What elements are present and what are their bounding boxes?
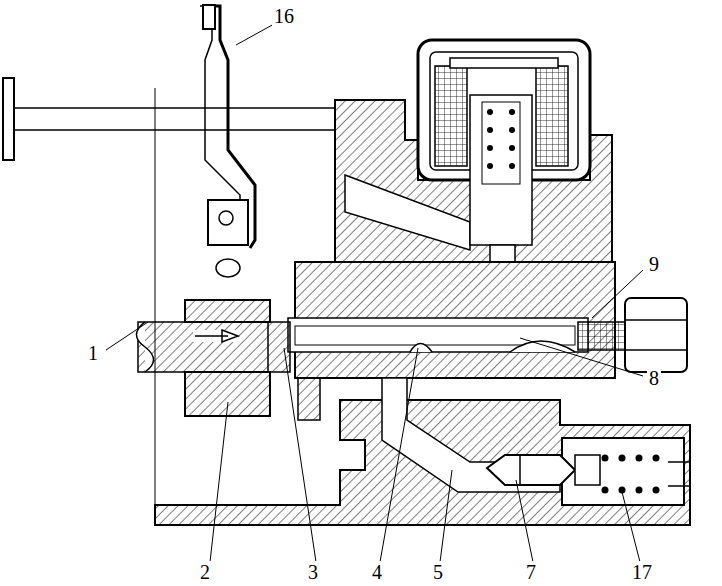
callout-number: 4 <box>370 561 384 583</box>
callout-number: 17 <box>630 561 654 583</box>
callout-number: 7 <box>524 561 538 583</box>
callout-number: 16 <box>272 5 296 27</box>
callout-number: 2 <box>198 561 212 583</box>
callout-number: 1 <box>86 342 100 364</box>
callout-number: 3 <box>306 561 320 583</box>
callout-number: 5 <box>431 561 445 583</box>
callout-number: 8 <box>647 367 661 389</box>
callout-number: 9 <box>647 253 661 275</box>
